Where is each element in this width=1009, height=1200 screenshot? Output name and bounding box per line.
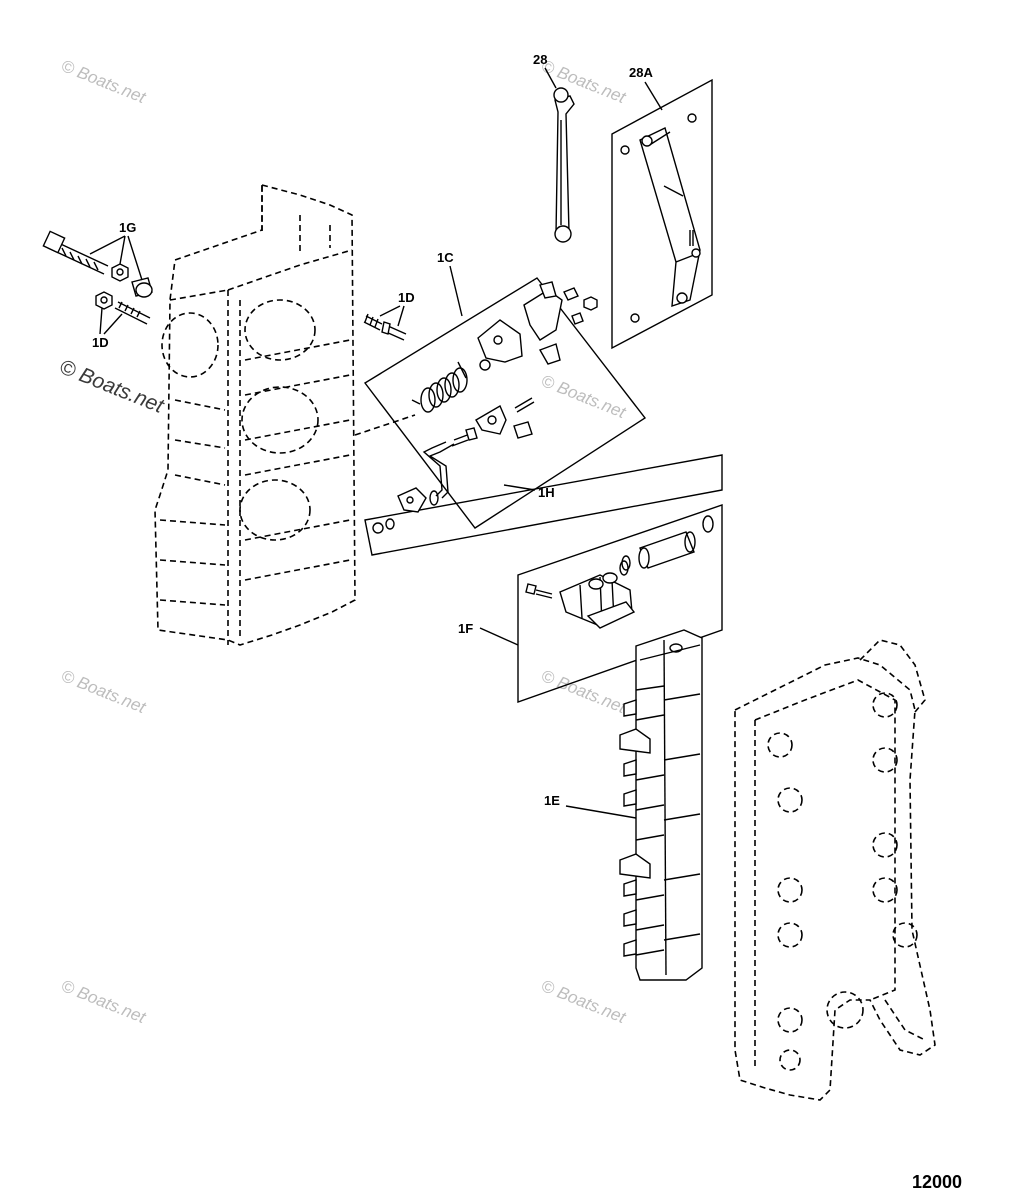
spring [411,361,468,413]
watermarks: © Boats.net © Boats.net © Boats.net © Bo… [56,56,629,1027]
valve-body-right [734,639,936,1101]
stud-assembly-1d-left [95,291,151,325]
watermark: © Boats.net [539,371,630,422]
callout-1h: 1H [538,485,555,500]
callout-28: 28 [533,52,547,67]
callout-1g: 1G [119,220,136,235]
separator-strip-1e [619,629,703,981]
stud-assembly-1d-top [363,313,407,341]
bracket-28a [611,78,713,350]
kit-box-1h [364,427,723,571]
diagram-number: 12000 [912,1172,962,1192]
callouts: 28 28A 1G 1C 1D 1D 1H 1F 1E [89,52,663,819]
kit-box-1c [363,277,647,529]
watermark: © Boats.net [59,666,150,717]
callout-1d-top: 1D [398,290,415,305]
watermark: © Boats.net [59,56,150,107]
valve-body-left [154,183,416,646]
watermark: © Boats.net [59,976,150,1027]
callout-1d-left: 1D [92,335,109,350]
watermark: © Boats.net [539,666,630,717]
kit-box-1f [517,504,723,703]
link-rod-28 [553,87,575,243]
callout-28a: 28A [629,65,653,80]
callout-1c: 1C [437,250,454,265]
callout-1e: 1E [544,793,560,808]
bolt-assembly-1g [42,230,153,298]
callout-1f: 1F [458,621,473,636]
watermark: © Boats.net [56,355,168,418]
watermark: © Boats.net [539,976,630,1027]
